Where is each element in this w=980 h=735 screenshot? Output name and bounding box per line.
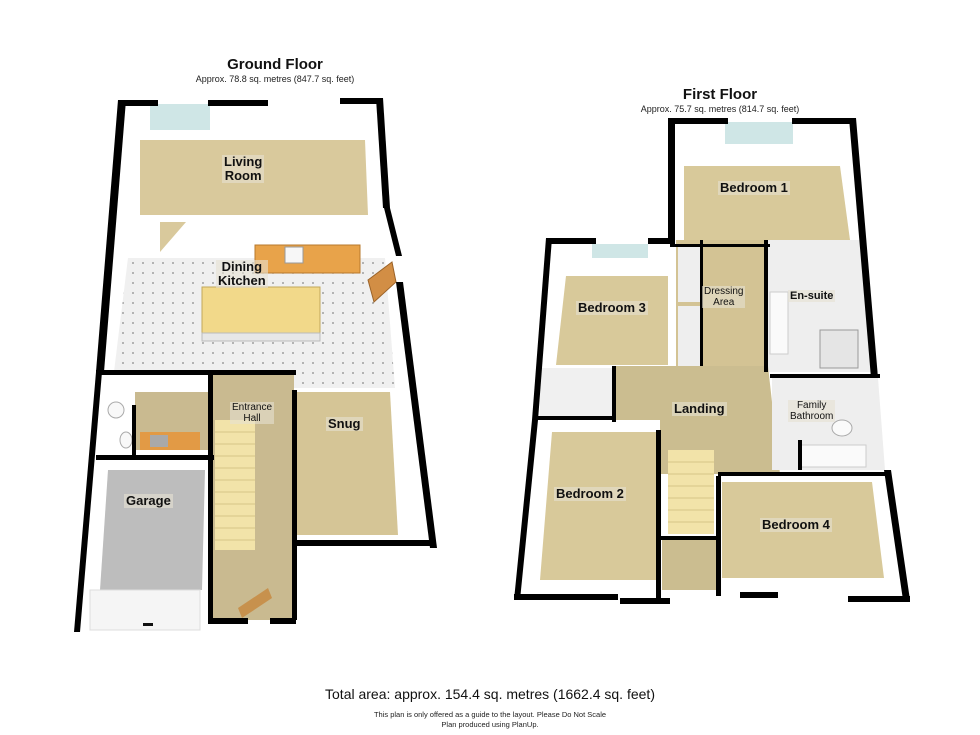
room-label-snug: Snug (326, 416, 363, 431)
ground-floor-title: Ground Floor (227, 56, 323, 73)
ground-floor-area: Approx. 78.8 sq. metres (847.7 sq. feet) (195, 74, 355, 84)
total-area: Total area: approx. 154.4 sq. metres (16… (325, 686, 655, 702)
first-floor-area: Approx. 75.7 sq. metres (814.7 sq. feet) (640, 104, 800, 114)
room-label-dining-kitchen: Dining Kitchen (216, 259, 268, 288)
room-label-dressing-area: Dressing Area (702, 286, 746, 308)
room-label-landing: Landing (672, 401, 727, 416)
first-floor-title: First Floor (682, 86, 758, 103)
room-label-bedroom-1: Bedroom 1 (718, 180, 790, 195)
room-label-garage: Garage (124, 493, 173, 508)
room-label-bedroom-4: Bedroom 4 (760, 517, 832, 532)
room-label-bedroom-3: Bedroom 3 (576, 300, 648, 315)
disclaimer: This plan is only offered as a guide to … (373, 710, 607, 719)
room-label-en-suite: En-suite (788, 290, 836, 302)
credit: Plan produced using PlanUp. (441, 720, 539, 729)
room-label-entrance-hall: Entrance Hall (230, 402, 275, 424)
room-label-living-room: Living Room (222, 154, 265, 183)
room-label-family-bathroom: Family Bathroom (788, 400, 836, 422)
room-label-bedroom-2: Bedroom 2 (554, 486, 626, 501)
